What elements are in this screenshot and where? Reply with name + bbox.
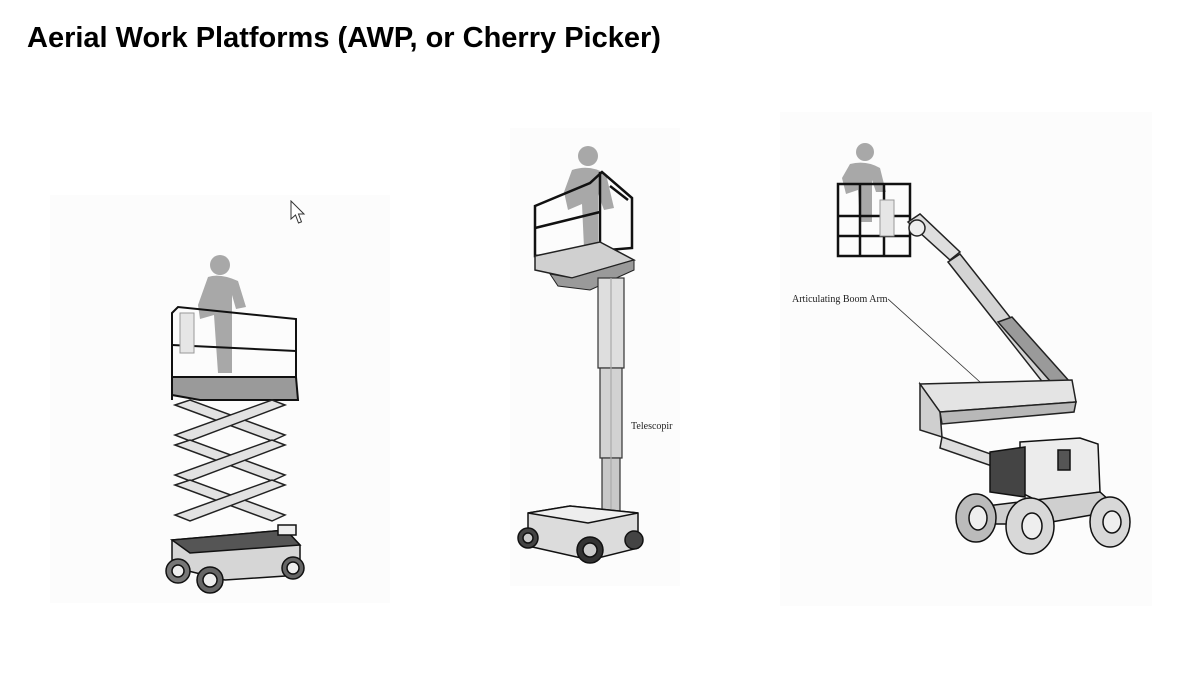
vertical-mast-lift-illustration: Telescopir	[510, 128, 680, 586]
telescopic-label: Telescopir	[631, 421, 673, 432]
worker-silhouette	[198, 255, 246, 373]
scissor-lift-illustration	[50, 195, 390, 603]
articulating-boom-lift-illustration: Articulating Boom Arm	[780, 112, 1152, 606]
boom-lift-chassis	[955, 437, 1131, 555]
boom-arm-label: Articulating Boom Arm	[792, 294, 888, 305]
telescopic-mast	[597, 277, 625, 519]
boom-arm-leader-line	[887, 298, 981, 383]
platform-basket	[836, 182, 912, 258]
upper-boom	[946, 252, 1072, 395]
vertical-lift-base	[517, 505, 644, 564]
scissor-base	[165, 524, 305, 594]
scissor-arms	[172, 399, 288, 522]
mouse-pointer-icon	[290, 200, 306, 224]
platform-deck	[171, 376, 300, 401]
platform-deck-side	[548, 259, 635, 291]
worker-silhouette	[842, 143, 886, 222]
boom-jib	[906, 213, 962, 261]
worker-silhouette	[564, 146, 614, 248]
slide-title: Aerial Work Platforms (AWP, or Cherry Pi…	[27, 22, 661, 54]
